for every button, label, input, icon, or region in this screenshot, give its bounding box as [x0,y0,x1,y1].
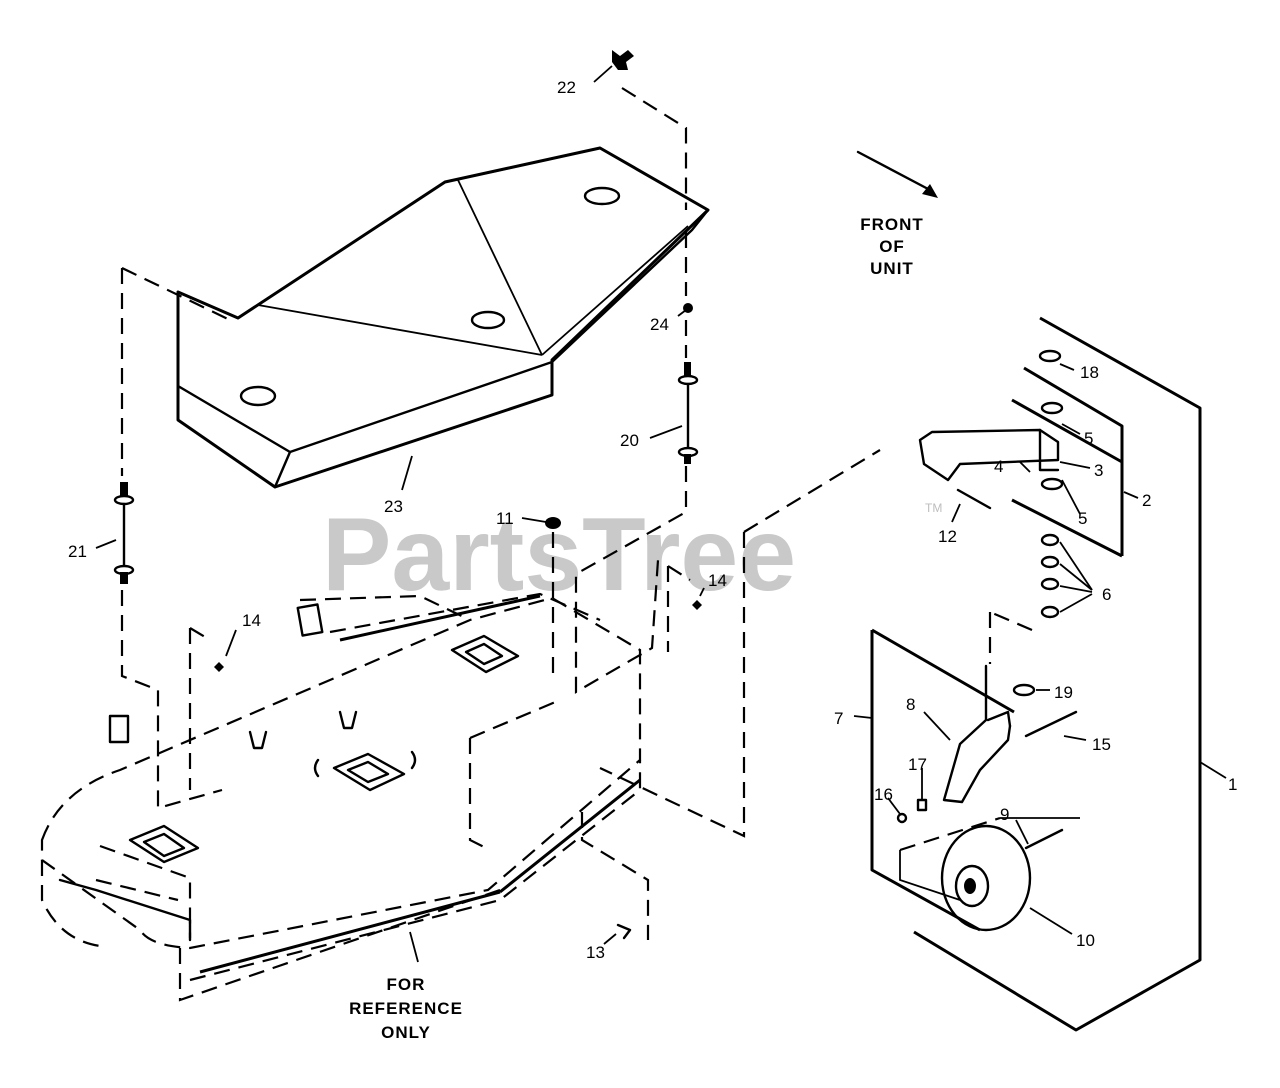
callout-21: 21 [68,542,87,561]
callout-20: 20 [620,431,639,450]
direction-note-line3: UNIT [870,259,914,278]
callout-14-right: 14 [708,571,727,590]
callout-5-upper: 5 [1084,429,1093,448]
seat-crease-2 [457,179,543,356]
bolt-13 [616,923,632,940]
reference-note: FOR REFERENCE ONLY [349,975,463,1042]
callout-16: 16 [874,785,893,804]
reference-note-line2: REFERENCE [349,999,463,1018]
callout-18: 18 [1080,363,1099,382]
callout-6: 6 [1102,585,1111,604]
callout-9: 9 [1000,805,1009,824]
callout-1: 1 [1228,775,1237,794]
grommet-11 [545,517,561,529]
caster-assembly [870,316,1202,1032]
callout-numbers: 22 23 24 20 21 11 14 14 13 18 5 3 4 5 2 … [68,78,1237,962]
hardware [113,50,702,940]
seat-hole-2 [470,310,506,330]
assembly-lines [120,87,881,940]
fastener-14-left [214,662,224,672]
callout-4: 4 [994,457,1003,476]
watermark-text: PartsTree [322,497,796,613]
callout-11: 11 [496,509,514,528]
leader-lines [95,65,1227,963]
direction-note: FRONT OF UNIT [860,215,924,278]
callout-17: 17 [908,755,927,774]
direction-note-line2: OF [879,237,905,256]
callout-13: 13 [586,943,605,962]
reference-note-line1: FOR [387,975,426,994]
mower-deck [40,592,642,1002]
callout-12: 12 [938,527,957,546]
seat-hole-3 [239,385,277,407]
watermark-trademark: TM [925,501,942,515]
callout-5-lower: 5 [1078,509,1087,528]
callout-3: 3 [1094,461,1103,480]
seat-pan [176,146,710,489]
callout-23: 23 [384,497,403,516]
reference-note-line3: ONLY [381,1023,431,1042]
front-direction-arrow [856,150,938,198]
seat-pan-edge [273,450,292,489]
callout-19: 19 [1054,683,1073,702]
stud-20 [677,362,699,464]
fastener-14-right [692,600,702,610]
seat-pan-top-face [176,146,710,454]
seat-hole-1 [583,186,621,206]
callout-2: 2 [1142,491,1151,510]
wing-knob-22 [612,50,634,70]
watermark: PartsTree TM [322,497,942,613]
callout-24: 24 [650,315,669,334]
seat-crease-1 [257,304,543,356]
direction-note-line1: FRONT [860,215,924,234]
callout-7: 7 [834,709,843,728]
callout-22: 22 [557,78,576,97]
callout-14-left: 14 [242,611,261,630]
callout-8: 8 [906,695,915,714]
seat-crease-3 [541,225,689,356]
stud-21 [113,482,135,584]
callout-10: 10 [1076,931,1095,950]
callout-15: 15 [1092,735,1111,754]
